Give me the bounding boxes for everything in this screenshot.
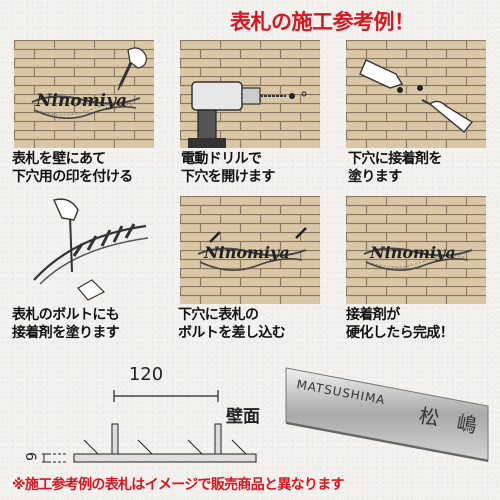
step-3-caption: 下穴に接着剤を 塗ります xyxy=(348,150,442,186)
step-4-line1: 表札のボルトにも xyxy=(12,307,120,323)
width-label: 120 xyxy=(129,364,163,385)
step-3-line2: 塗ります xyxy=(348,169,402,185)
wall-label: 壁面 xyxy=(226,406,260,427)
step-1-line1: 表札を壁にあて xyxy=(12,151,106,167)
step-5-illustration: Ninomiya xyxy=(180,196,320,304)
step-3-illustration xyxy=(346,40,486,148)
step-6-line2: 硬化したら完成！ xyxy=(346,325,454,341)
step-4-line2: 接着剤を塗ります xyxy=(12,325,120,341)
dimension-diagram: 120 壁面 6 xyxy=(8,360,266,472)
step-4-caption: 表札のボルトにも 接着剤を塗ります xyxy=(12,306,120,342)
step-4-illustration xyxy=(14,196,154,304)
step-5-caption: 下穴に表札の ボルトを差し込む xyxy=(178,306,286,342)
depth-label: 6 xyxy=(22,452,38,461)
page-title: 表札の施工参考例！ xyxy=(230,10,415,34)
step-1-illustration: Ninomiya xyxy=(14,40,154,148)
step-1-line2: 下穴用の印を付ける xyxy=(12,169,133,185)
step-5-line1: 下穴に表札の xyxy=(178,307,259,323)
step-2-line2: 下穴を開けます xyxy=(181,169,275,185)
nameplate-text-3: Ninomiya xyxy=(369,243,456,262)
step-2-caption: 電動ドリルで 下穴を開けます xyxy=(181,150,275,186)
step-6-caption: 接着剤が 硬化したら完成！ xyxy=(346,306,454,342)
step-3-line1: 下穴に接着剤を xyxy=(348,151,442,167)
step-5-line2: ボルトを差し込む xyxy=(178,325,286,341)
nameplate-text-2: Ninomiya xyxy=(203,243,290,262)
step-6-illustration: Ninomiya xyxy=(346,196,486,304)
disclaimer-footnote: ※施工参考例の表札はイメージで販売商品と異なります xyxy=(12,477,345,493)
product-nameplate-image: MATSUSHIMA 松 嶋 xyxy=(282,366,492,462)
nameplate-text-1: Ninomiya xyxy=(35,91,127,111)
step-6-line1: 接着剤が xyxy=(346,307,400,323)
step-2-illustration xyxy=(180,40,320,148)
step-2-line1: 電動ドリルで xyxy=(181,151,262,167)
step-1-caption: 表札を壁にあて 下穴用の印を付ける xyxy=(12,150,133,186)
